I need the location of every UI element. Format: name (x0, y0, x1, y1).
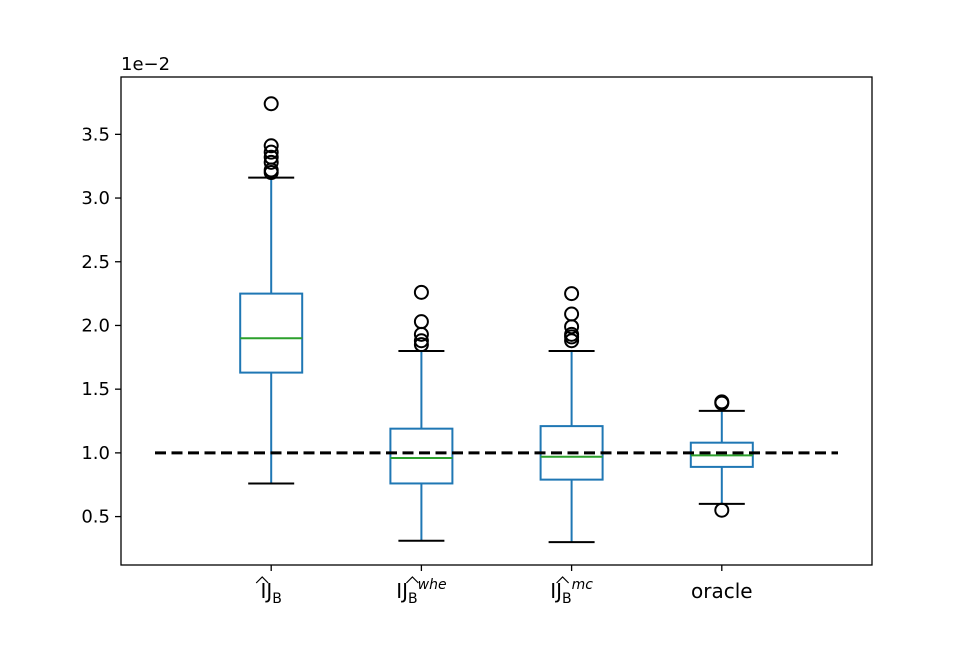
y-tick-label: 2.5 (81, 252, 110, 273)
x-label-base: IJ (396, 579, 408, 603)
x-label-base: IJ (260, 579, 272, 603)
x-label-superscript: whe (418, 577, 447, 593)
outlier-point (714, 394, 730, 410)
y-tick-label: 1.5 (81, 379, 110, 400)
outlier-point (564, 333, 580, 349)
x-label-superscript: mc (572, 577, 594, 593)
outlier-point (263, 138, 279, 154)
box-group-3 (539, 286, 604, 544)
outlier-point (263, 144, 279, 160)
outlier-point (413, 284, 429, 300)
outlier-point (413, 314, 429, 330)
box-group-4 (689, 394, 754, 518)
chart-marks (155, 96, 838, 544)
plot-frame (120, 76, 873, 566)
iqr-box (239, 292, 304, 374)
outlier-point (564, 286, 580, 302)
x-label-subscript: B (562, 591, 572, 607)
outlier-point (413, 333, 429, 349)
plot-area (121, 77, 872, 565)
iqr-box (389, 427, 454, 485)
outlier-point (564, 306, 580, 322)
outlier-point (263, 154, 279, 170)
box-group-1 (239, 96, 304, 485)
x-label-subscript: B (408, 591, 418, 607)
outlier-point (714, 502, 730, 518)
y-tick-label: 3.5 (81, 124, 110, 145)
x-label-base: IJ (550, 579, 562, 603)
y-tick-label: 3.0 (81, 188, 110, 209)
x-label-subscript: B (272, 591, 282, 607)
x-label-base: oracle (691, 579, 753, 603)
y-axis: 0.5 1.0 1.5 2.0 2.5 3.0 3.5 (81, 124, 121, 528)
hat-accent (255, 576, 269, 584)
outlier-point (263, 149, 279, 165)
y-scale-label: 1e−2 (121, 54, 170, 75)
box-group-2 (389, 284, 454, 542)
outlier-point (413, 337, 429, 353)
x-tick-label: IJBwhe (396, 577, 446, 607)
y-tick-label: 1.0 (81, 443, 110, 464)
y-tick-label: 0.5 (81, 507, 110, 528)
outlier-point (564, 326, 580, 342)
x-tick-label: IJB (260, 579, 281, 607)
y-tick-label: 2.0 (81, 315, 110, 336)
hat-accent (556, 576, 570, 584)
outlier-point (263, 96, 279, 112)
x-tick-label: IJBmc (550, 577, 593, 607)
x-tick-label: oracle (691, 579, 753, 603)
hat-accent (405, 576, 419, 584)
